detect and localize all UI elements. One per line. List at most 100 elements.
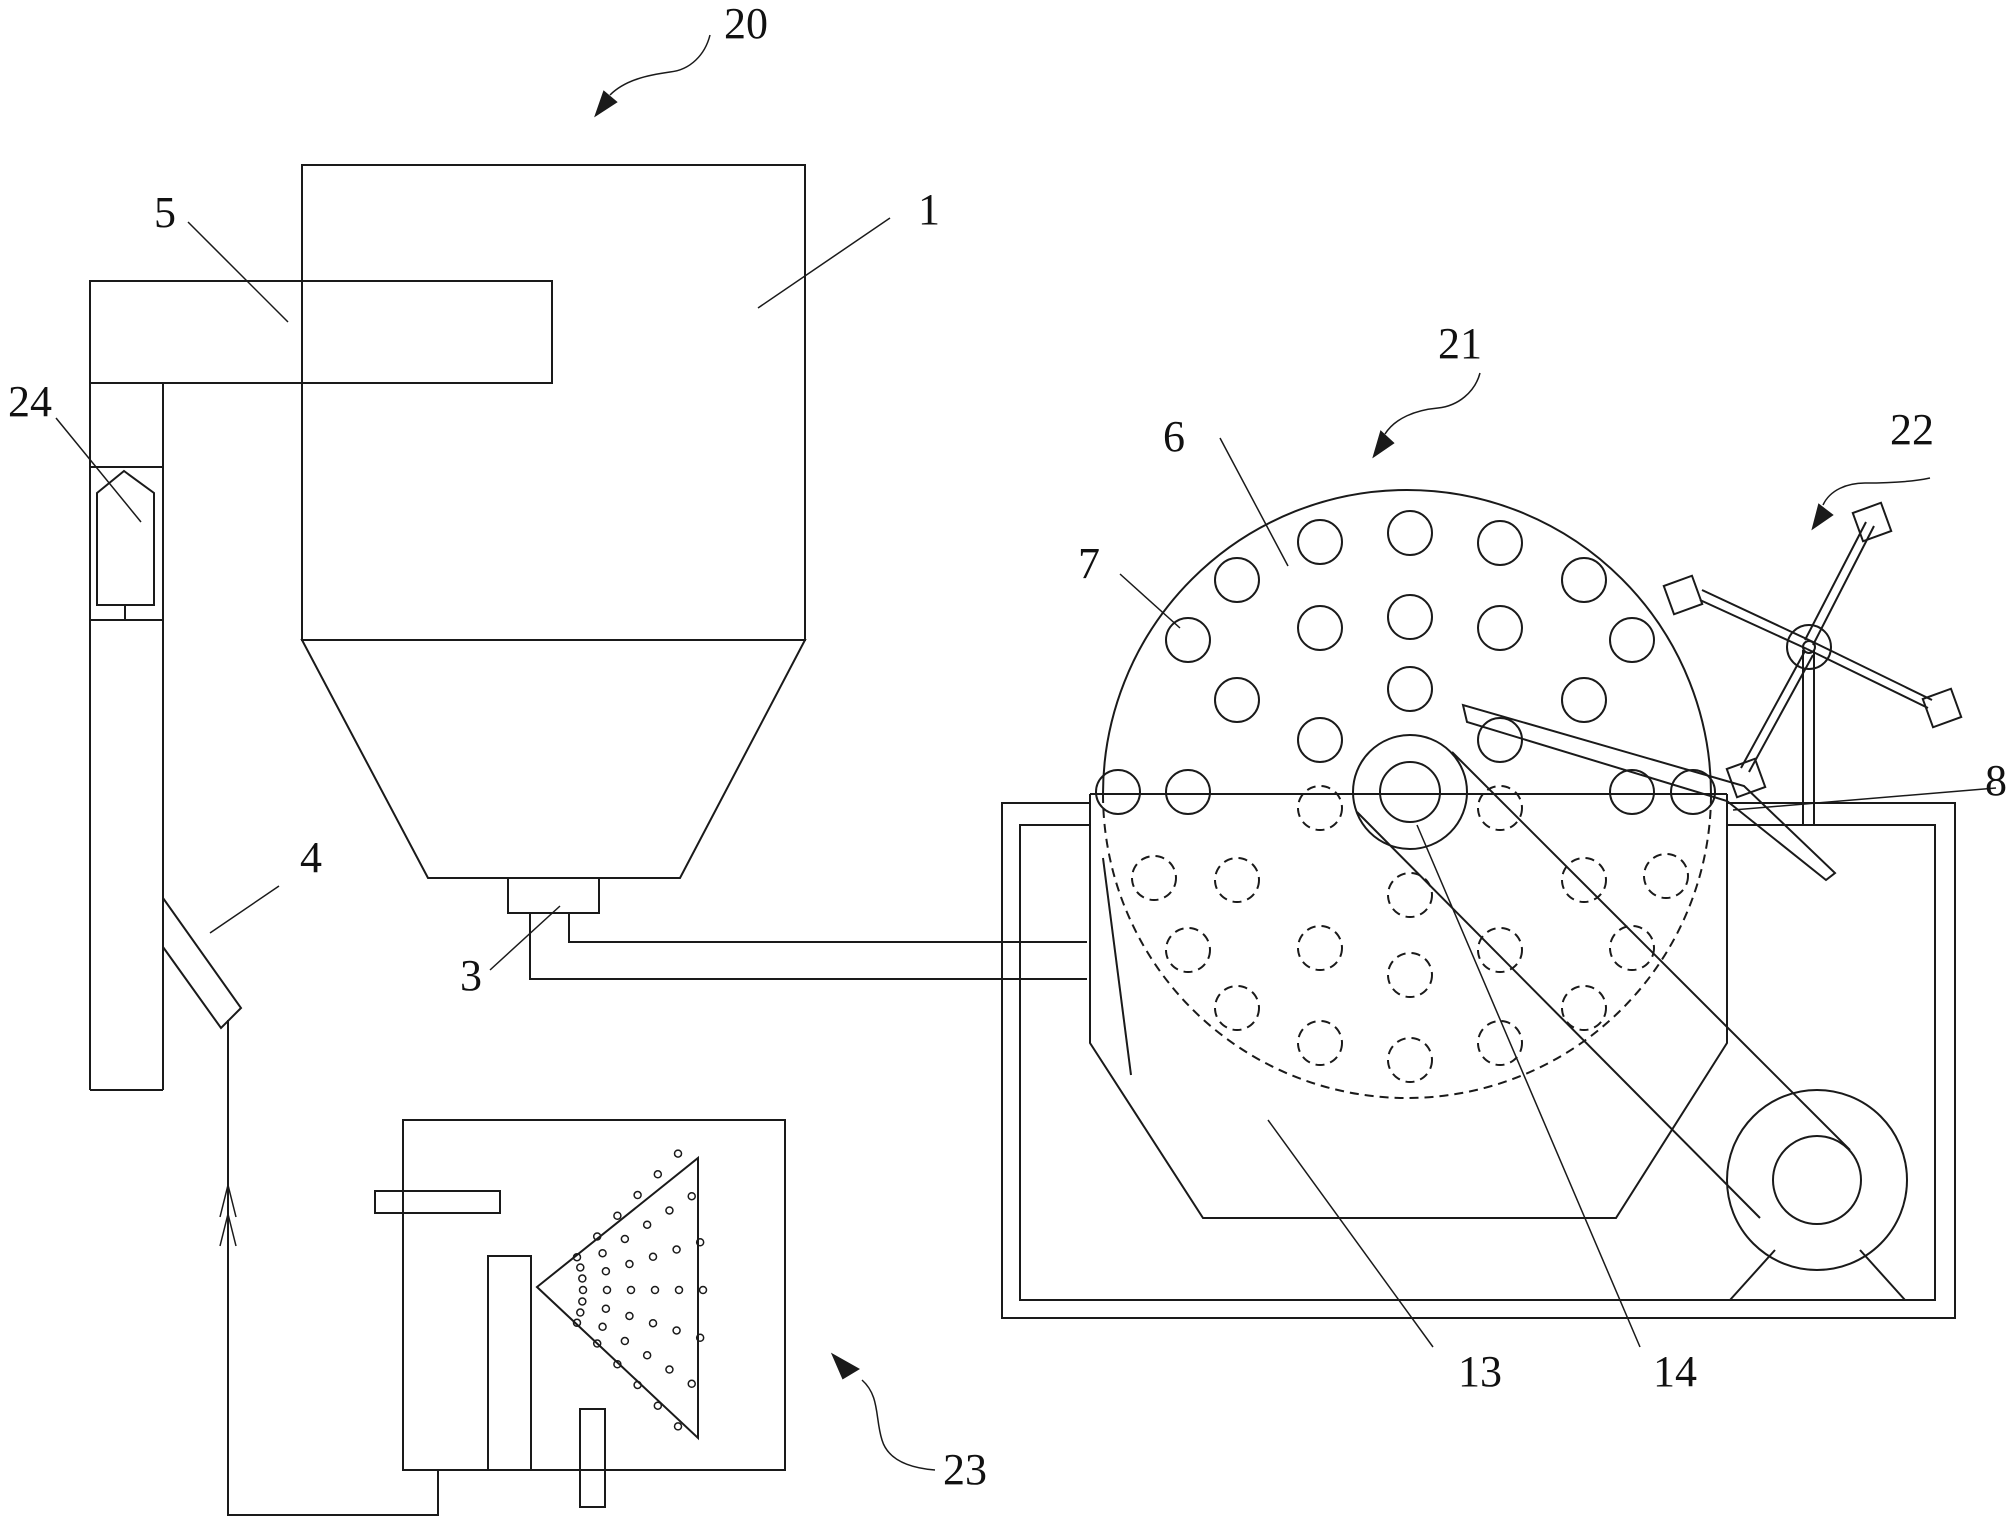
spray-droplet [653,1170,663,1179]
spray-droplet [633,1190,642,1200]
drum-hole-submerged [1561,857,1607,903]
spray-droplet [672,1245,681,1254]
label-3: 3 [460,951,482,1000]
spray-droplet [625,1311,634,1321]
spray-droplet [613,1211,622,1220]
spray-droplet [672,1326,681,1335]
assembly-pointer-21 [1372,372,1481,459]
drum-hole [1297,605,1343,651]
spray-unit-23 [374,1119,786,1508]
drum-hole [1477,605,1523,651]
spray-droplet [650,1285,660,1295]
scraper-8 [1461,703,1837,882]
spray-droplet [598,1248,607,1258]
label-6: 6 [1163,412,1185,461]
spray-droplet [578,1274,587,1283]
spray-droplet [601,1304,611,1313]
drum-hole-submerged [1561,985,1607,1031]
drum-hole [1609,769,1655,815]
spray-droplet [687,1191,696,1201]
spray-droplet [620,1336,630,1346]
drum-hole [1165,769,1211,815]
spray-droplet [572,1252,582,1262]
drum-hole-submerged [1387,952,1433,998]
spray-droplet [601,1267,611,1276]
label-5: 5 [154,188,176,237]
drum-hole [1387,594,1433,640]
spray-droplet [648,1252,658,1262]
label-24: 24 [8,377,52,426]
spray-droplet [642,1220,652,1229]
spray-droplet [626,1285,636,1295]
drum-hole-submerged [1297,925,1343,971]
drum-holes-7 [1095,510,1716,815]
drum-hole-submerged [1477,927,1523,973]
assembly-pointer-22 [1811,477,1931,531]
spray-droplet [578,1297,587,1306]
spray-droplet [578,1285,588,1295]
drum-hole-submerged [1477,1020,1523,1066]
spray-droplet [633,1380,642,1390]
drive-assembly [1352,734,1908,1301]
drum-hole [1561,557,1607,603]
drum-hole-submerged [1643,853,1689,899]
drum-hole [1609,617,1655,663]
spray-droplet [572,1318,582,1328]
feed-pipe [529,913,1087,980]
drum-hole [1214,677,1260,723]
label-7: 7 [1078,539,1100,588]
drum-holes-submerged [1131,785,1689,1083]
label-8: 8 [1985,756,2007,805]
label-4: 4 [300,833,322,882]
spray-droplet [687,1379,696,1389]
assembly-pointer-23 [830,1352,936,1471]
water-tank [1001,802,1956,1319]
drum-hole-submerged [1214,985,1260,1031]
duct-5 [89,280,553,384]
spray-droplet [674,1285,684,1295]
spray-droplet [592,1339,602,1348]
spray-droplet [673,1422,683,1431]
drum-hole [1297,717,1343,763]
spray-droplet [648,1318,658,1328]
drum-hole-submerged [1609,925,1655,971]
drum-hole [1387,510,1433,556]
drum-hole-submerged [1297,785,1343,831]
drum-hole [1670,769,1716,815]
drum-hole [1165,617,1211,663]
drum-hole [1095,769,1141,815]
drum-hole [1214,557,1260,603]
spray-droplet [598,1322,607,1332]
drum-hole-submerged [1477,785,1523,831]
spray-droplet [613,1360,622,1369]
spray-droplet [695,1238,705,1247]
return-line [219,1020,439,1516]
silo-1 [300,164,807,879]
drum-hole [1387,666,1433,712]
drum-hole-submerged [1297,1020,1343,1066]
spray-droplet [592,1232,602,1241]
spray-droplet [602,1285,612,1295]
spray-droplet [576,1263,585,1272]
drum-6 [1102,489,1712,1099]
label-13: 13 [1458,1347,1502,1396]
drum-hole-submerged [1165,927,1211,973]
drum-hole [1477,520,1523,566]
label-20: 20 [724,0,768,48]
drum-hole-submerged [1131,855,1177,901]
label-1: 1 [918,185,940,234]
drum-hole [1477,717,1523,763]
leader-lines [55,217,1997,1348]
spray-droplet [625,1259,634,1269]
drum-hole-submerged [1387,1037,1433,1083]
stirrer-22 [1662,501,1963,825]
vertical-column [89,383,164,1091]
drum-hole-submerged [1214,857,1260,903]
label-14: 14 [1653,1347,1697,1396]
spray-droplet [620,1234,630,1244]
vessel-13 [1089,793,1728,1219]
spray-droplet [653,1401,663,1410]
spray-droplet [698,1285,708,1295]
spray-droplet [673,1149,683,1158]
